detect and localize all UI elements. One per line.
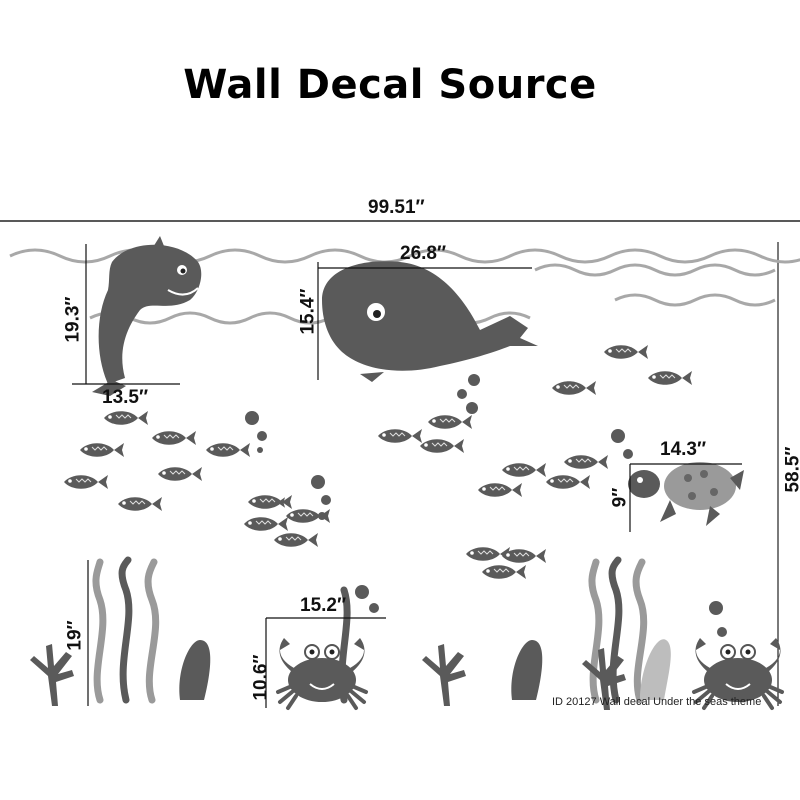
crab-center: [276, 636, 368, 710]
bubbles: [245, 374, 727, 637]
turtle: [628, 462, 744, 526]
turtle-width-label: 14.3″: [660, 439, 707, 460]
fish-school: [63, 344, 693, 580]
turtle-height-label: 9″: [609, 487, 631, 508]
coral: [30, 639, 671, 710]
overall-height-label: 58.5″: [782, 446, 800, 493]
product-caption: ID 20127 Wall decal Under the seas theme: [552, 696, 762, 708]
whale-height-label: 15.4″: [297, 288, 319, 335]
page-title: Wall Decal Source: [183, 62, 597, 108]
crab-height-label: 10.6″: [250, 654, 272, 701]
seaweed-height-label: 19″: [64, 620, 86, 651]
dolphin: [92, 236, 202, 396]
dolphin-height-label: 19.3″: [62, 296, 84, 343]
whale: [322, 261, 538, 382]
seaweed: [92, 556, 648, 704]
dolphin-width-label: 13.5″: [102, 387, 149, 408]
crab-width-label: 15.2″: [300, 595, 347, 616]
whale-width-label: 26.8″: [400, 243, 447, 264]
overall-width-label: 99.51″: [368, 197, 425, 218]
